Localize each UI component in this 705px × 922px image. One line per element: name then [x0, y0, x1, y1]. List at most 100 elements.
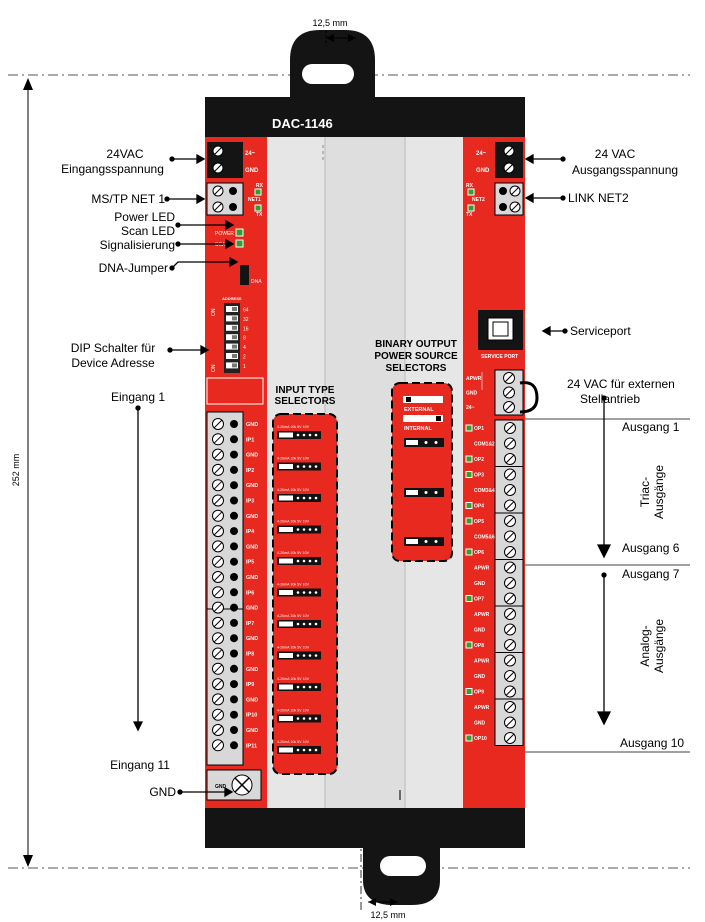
net1-connector	[206, 182, 244, 216]
selector-scale-label: 4-20mA 10k 5V 10V	[277, 614, 310, 618]
bottom-black-cap	[205, 808, 525, 848]
external-label: EXTERNAL	[404, 407, 434, 413]
bottom-gnd-label: GND	[215, 784, 227, 790]
serviceport-caption: Serviceport	[570, 324, 631, 338]
output-terminal-label: APWR	[474, 659, 490, 665]
tl-gnd-label: GND	[245, 168, 259, 174]
dip-caption-2: Device Adresse	[71, 356, 155, 370]
output-10-caption: Ausgang 10	[620, 736, 685, 750]
output-terminal-label: COM5&6	[474, 535, 495, 541]
selector-scale-label: 4-20mA 10k 5V 10V	[277, 457, 310, 461]
input-terminal-label: GND	[246, 636, 258, 642]
bottom-mount-slot	[380, 856, 426, 876]
input-terminal-label: IP1	[246, 437, 254, 443]
output-terminal-label: GND	[474, 674, 486, 680]
power-led-caption: Power LED	[114, 210, 175, 224]
scan-led	[235, 239, 244, 248]
top-black-cap	[205, 97, 525, 137]
input-terminal-label: GND	[246, 575, 258, 581]
tr-gnd-label: GND	[476, 168, 490, 174]
binary-output-jumper	[404, 537, 444, 546]
top-mount-slot	[302, 64, 354, 84]
power-out-caption-2: Ausgangsspannung	[571, 163, 679, 177]
output-terminal-label: OP5	[474, 519, 484, 525]
output-led	[465, 424, 473, 432]
input-terminal-label: IP9	[246, 682, 254, 688]
input-terminal-label: GND	[246, 728, 258, 734]
output-terminal-label: APWR	[474, 612, 490, 618]
arrow-left-icon	[326, 34, 334, 42]
output-terminal-label: OP1	[474, 426, 484, 432]
output-7-caption: Ausgang 7	[622, 567, 680, 581]
input-terminal-label: GND	[246, 453, 258, 459]
output-led	[465, 471, 473, 478]
selector-scale-label: 4-20mA 10k 5V 10V	[277, 740, 310, 744]
selector-scale-label: 4-20mA 10k 5V 10V	[277, 520, 310, 524]
input-terminal-label: GND	[246, 514, 258, 520]
input-terminal-label: GND	[246, 697, 258, 703]
dna-label: DNA	[251, 279, 262, 285]
input-first-caption: Eingang 1	[110, 390, 166, 404]
aux-terminal-label: APWR	[466, 376, 482, 382]
height-dimension-label: 252 mm	[11, 453, 21, 487]
output-terminal-label: OP4	[474, 504, 484, 510]
arrow-right-icon	[348, 34, 356, 42]
input-terminal-block-1	[206, 411, 244, 610]
aux-terminal-label: 24~	[466, 405, 475, 411]
selector-scale-label: 4-20mA 10k 5V 10V	[277, 583, 310, 587]
input-terminal-label: GND	[246, 483, 258, 489]
dip-value-label: 16	[243, 326, 249, 332]
dip-on-label-bottom: ON	[211, 364, 217, 372]
arrow-up-icon	[23, 78, 33, 90]
power-in-label-2: Eingangsspannung	[61, 162, 164, 176]
dna-caption: DNA-Jumper	[98, 261, 168, 275]
net2-caption: LINK NET2	[568, 191, 629, 205]
output-led	[465, 455, 473, 463]
analog-caption: Analog- Ausgänge	[638, 618, 666, 674]
output-terminal-label: OP3	[474, 473, 484, 479]
dna-jumper	[240, 265, 249, 285]
signal-caption: Signalisierung	[99, 238, 175, 252]
model-label: DAC-1146	[272, 116, 333, 131]
output-terminal-label: OP10	[474, 736, 487, 742]
net1-label: NET1	[248, 197, 261, 203]
rx-led	[254, 188, 262, 196]
selector-scale-label: 4-20mA 10k 5V 10V	[277, 677, 310, 681]
dip-value-label: 64	[243, 308, 249, 314]
output-led	[465, 688, 473, 695]
output-terminal-label: OP6	[474, 550, 484, 556]
output-terminal-label: GND	[474, 628, 486, 634]
tx-led	[254, 204, 262, 212]
output-led	[465, 641, 473, 649]
binary-output-jumper	[404, 438, 444, 447]
tx2-label: TX	[466, 212, 473, 218]
output-terminal-label: APWR	[474, 566, 490, 572]
output-led	[465, 502, 473, 509]
input-terminal-label: GND	[246, 422, 258, 428]
input-terminal-label: IP6	[246, 590, 254, 596]
rx-label: RX	[256, 183, 264, 189]
arrow-down-icon	[23, 855, 33, 867]
triac-caption: Triac- Ausgänge	[638, 464, 666, 520]
binary-output-jumper	[404, 488, 444, 497]
address-label: ADDRESS	[222, 296, 242, 301]
input-terminal-label: IP5	[246, 560, 254, 566]
output-terminal-label: GND	[474, 721, 486, 727]
tx-label: TX	[256, 212, 263, 218]
dip-value-label: 32	[243, 317, 249, 323]
output-led	[465, 734, 473, 742]
bottom-dimension-label: 12,5 mm	[370, 910, 406, 920]
top-dimension-label: 12,5 mm	[312, 18, 348, 28]
power-in-connector	[207, 142, 243, 178]
output-1-caption: Ausgang 1	[622, 420, 680, 434]
arrow-left-icon	[368, 898, 376, 906]
dip-caption-1: DIP Schalter für	[70, 341, 156, 355]
output-terminal-label: OP9	[474, 690, 484, 696]
input-terminal-label: IP3	[246, 499, 254, 505]
output-terminal-label: APWR	[474, 705, 490, 711]
selector-scale-label: 4-20mA 10k 5V 10V	[277, 646, 310, 650]
rx2-label: RX	[466, 183, 474, 189]
input-terminal-label: GND	[246, 606, 258, 612]
output-led	[465, 517, 473, 525]
input-type-title: INPUT TYPE SELECTORS	[274, 385, 336, 407]
